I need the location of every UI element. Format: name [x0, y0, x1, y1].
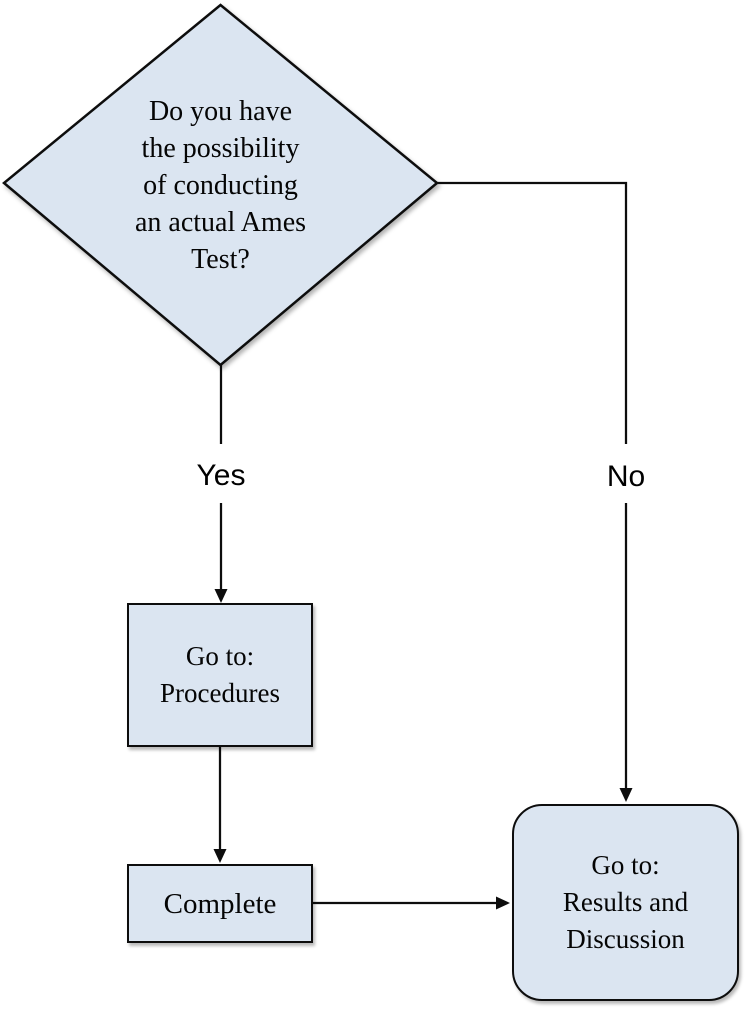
- results-node-line: Discussion: [566, 924, 685, 954]
- no-arrowhead: [619, 788, 633, 802]
- complete-to-results-arrowhead: [496, 896, 510, 910]
- procedures-to-complete-arrowhead: [213, 849, 227, 863]
- yes-branch-label: Yes: [196, 459, 246, 492]
- decision-text-line: the possibility: [141, 133, 300, 164]
- decision-text-line: Test?: [191, 244, 250, 275]
- decision-text-line: Do you have: [148, 96, 293, 127]
- decision-node-text: Do you have the possibility of conductin…: [20, 93, 421, 278]
- results-node: Go to: Results and Discussion: [512, 804, 739, 1001]
- no-branch-label: No: [606, 460, 646, 493]
- complete-node: Complete: [127, 864, 313, 943]
- procedures-node: Go to: Procedures: [127, 603, 313, 747]
- procedures-node-line: Go to:: [185, 641, 255, 671]
- decision-text-line: of conducting: [143, 170, 298, 201]
- results-node-line: Go to:: [591, 850, 660, 880]
- complete-node-line: Complete: [163, 887, 277, 920]
- results-node-line: Results and: [562, 887, 689, 917]
- procedures-node-line: Procedures: [160, 678, 280, 708]
- yes-arrowhead: [214, 589, 228, 603]
- no-connector-upper: [437, 181, 628, 444]
- decision-text-line: an actual Ames: [134, 207, 307, 238]
